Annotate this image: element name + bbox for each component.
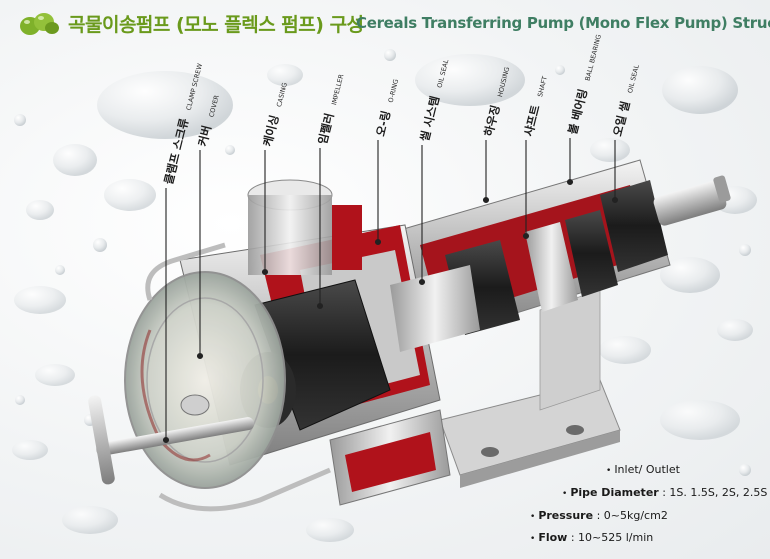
grain-logo-icon — [20, 13, 59, 35]
part-label-oil-seal: 오일 씰 OIL SEAL — [606, 61, 642, 138]
part-label-casing: 케이싱 CASING — [256, 80, 290, 148]
spec-inlet-outlet: •Inlet/ Outlet — [606, 463, 680, 476]
bullet-icon: • — [562, 489, 568, 499]
bullet-icon: • — [530, 512, 536, 522]
spec-pipe-label: Pipe Diameter — [570, 486, 659, 499]
part-label-impeller: 임펠러 IMPELLER — [311, 71, 347, 146]
part-label-ball-bearing: 볼 베어링 BALL BEARING — [561, 31, 604, 136]
base-plate — [439, 289, 621, 488]
spec-pressure-value: : 0~5kg/cm2 — [593, 509, 668, 522]
spec-pressure: •Pressure : 0~5kg/cm2 — [530, 509, 668, 522]
page-title-english: Cereals Transferring Pump (Mono Flex Pum… — [356, 14, 770, 32]
pump-cover — [124, 271, 286, 489]
bullet-icon: • — [530, 534, 536, 544]
leader-lines — [162, 138, 619, 444]
spec-pipe-diameter: •Pipe Diameter : 1S. 1.5S, 2S, 2.5S — [562, 486, 767, 499]
clamp-screw — [88, 242, 331, 512]
bullet-icon: • — [606, 466, 612, 476]
spec-inlet-outlet-text: Inlet/ Outlet — [614, 463, 680, 476]
page-title-korean: 곡물이송펌프 (모노 플렉스 펌프) 구성 — [68, 14, 364, 36]
part-label-o-ring: 오-링 O-RING — [369, 76, 402, 138]
outlet-flange — [329, 409, 451, 506]
spec-pipe-value: : 1S. 1.5S, 2S, 2.5S — [658, 486, 768, 499]
spec-flow: •Flow : 10~525 l/min — [530, 531, 653, 544]
spec-flow-value: : 10~525 l/min — [567, 531, 654, 544]
spec-pressure-label: Pressure — [538, 509, 594, 522]
spec-flow-label: Flow — [538, 531, 568, 544]
